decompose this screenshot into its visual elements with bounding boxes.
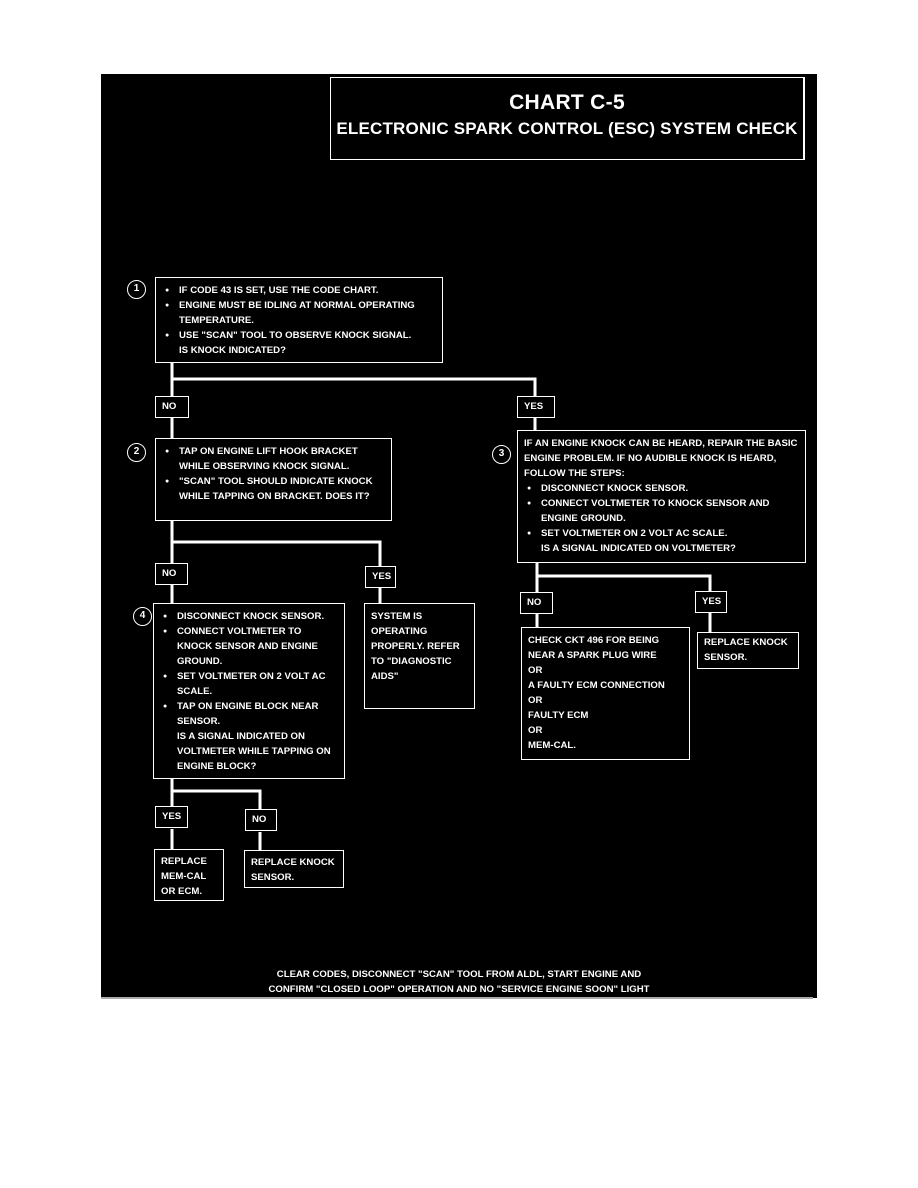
step-3-box: IF AN ENGINE KNOCK CAN BE HEARD, REPAIR … xyxy=(517,430,806,563)
step-1-box: IF CODE 43 IS SET, USE THE CODE CHART. E… xyxy=(155,277,443,363)
step-2-number: 2 xyxy=(127,443,146,462)
step-4-line: DISCONNECT KNOCK SENSOR. xyxy=(160,609,338,624)
step-4-yes-label: YES xyxy=(155,806,188,828)
result-replace-memcal: REPLACE MEM-CAL OR ECM. xyxy=(154,849,224,901)
check-ckt-line: A FAULTY ECM CONNECTION xyxy=(528,680,665,691)
step-4-box: DISCONNECT KNOCK SENSOR. CONNECT VOLTMET… xyxy=(153,603,345,779)
step-3-line: SET VOLTMETER ON 2 VOLT AC SCALE. xyxy=(524,526,799,541)
check-ckt-line: FAULTY ECM xyxy=(528,710,589,721)
replace-knock-sensor-text: REPLACE KNOCK SENSOR. xyxy=(251,857,335,883)
connector-s1 xyxy=(170,363,537,396)
step-2-yes-label: YES xyxy=(365,566,396,588)
step-3-no-label: NO xyxy=(520,592,553,614)
replace-memcal-text: REPLACE MEM-CAL OR ECM. xyxy=(161,856,207,897)
step-2-no-label: NO xyxy=(155,563,188,585)
step-3-number: 3 xyxy=(492,445,511,464)
check-ckt-line: OR xyxy=(528,695,543,706)
footer-line-1: CLEAR CODES, DISCONNECT "SCAN" TOOL FROM… xyxy=(276,969,642,980)
check-ckt-line: CHECK CKT 496 FOR BEING NEAR A SPARK PLU… xyxy=(528,635,660,661)
connector-s4 xyxy=(170,779,262,809)
result-replace-knock-sensor-1: REPLACE KNOCK SENSOR. xyxy=(697,632,799,669)
step-4-line: CONNECT VOLTMETER TO KNOCK SENSOR AND EN… xyxy=(160,624,338,669)
check-ckt-line: MEM-CAL. xyxy=(528,740,576,751)
footer-instructions: CLEAR CODES, DISCONNECT "SCAN" TOOL FROM… xyxy=(101,967,817,997)
check-ckt-line: OR xyxy=(528,725,543,736)
step-1-question: IS KNOCK INDICATED? xyxy=(179,345,286,356)
footer-line-2: CONFIRM "CLOSED LOOP" OPERATION AND NO "… xyxy=(268,984,650,995)
replace-knock-sensor-text: REPLACE KNOCK SENSOR. xyxy=(704,637,788,663)
step-3-intro: IF AN ENGINE KNOCK CAN BE HEARD, REPAIR … xyxy=(524,438,798,479)
connector-s3 xyxy=(535,563,712,592)
check-ckt-line: OR xyxy=(528,665,543,676)
step-4-no-label: NO xyxy=(245,809,277,831)
bottom-rule xyxy=(101,997,813,999)
step-1-number: 1 xyxy=(127,280,146,299)
result-system-ok: SYSTEM IS OPERATING PROPERLY. REFER TO "… xyxy=(364,603,475,709)
step-4-number: 4 xyxy=(133,607,152,626)
step-3-yes-label: YES xyxy=(695,591,727,613)
step-1-line: ENGINE MUST BE IDLING AT NORMAL OPERATIN… xyxy=(162,298,436,328)
chart-subtitle: ELECTRONIC SPARK CONTROL (ESC) SYSTEM CH… xyxy=(336,119,798,138)
result-replace-knock-sensor-2: REPLACE KNOCK SENSOR. xyxy=(244,850,344,888)
connector-s2 xyxy=(170,521,382,566)
result-check-ckt: CHECK CKT 496 FOR BEING NEAR A SPARK PLU… xyxy=(521,627,690,760)
step-2-line: TAP ON ENGINE LIFT HOOK BRACKET WHILE OB… xyxy=(162,444,385,474)
step-4-line: TAP ON ENGINE BLOCK NEAR SENSOR. xyxy=(160,699,338,729)
step-3-line: DISCONNECT KNOCK SENSOR. xyxy=(524,481,799,496)
step-1-no-label: NO xyxy=(155,396,189,418)
step-4-question: IS A SIGNAL INDICATED ON VOLTMETER WHILE… xyxy=(177,731,331,772)
step-2-box: TAP ON ENGINE LIFT HOOK BRACKET WHILE OB… xyxy=(155,438,392,521)
step-3-question: IS A SIGNAL INDICATED ON VOLTMETER? xyxy=(541,543,736,554)
step-3-line: CONNECT VOLTMETER TO KNOCK SENSOR AND EN… xyxy=(524,496,799,526)
step-4-line: SET VOLTMETER ON 2 VOLT AC SCALE. xyxy=(160,669,338,699)
step-2-line: "SCAN" TOOL SHOULD INDICATE KNOCK WHILE … xyxy=(162,474,385,504)
step-1-line: IF CODE 43 IS SET, USE THE CODE CHART. xyxy=(162,283,436,298)
result-system-ok-text: SYSTEM IS OPERATING PROPERLY. REFER TO "… xyxy=(371,611,460,682)
title-box: CHART C-5 ELECTRONIC SPARK CONTROL (ESC)… xyxy=(330,77,805,160)
chart-title: CHART C-5 xyxy=(509,91,625,114)
step-1-line: USE "SCAN" TOOL TO OBSERVE KNOCK SIGNAL. xyxy=(162,328,436,343)
step-1-yes-label: YES xyxy=(517,396,555,418)
